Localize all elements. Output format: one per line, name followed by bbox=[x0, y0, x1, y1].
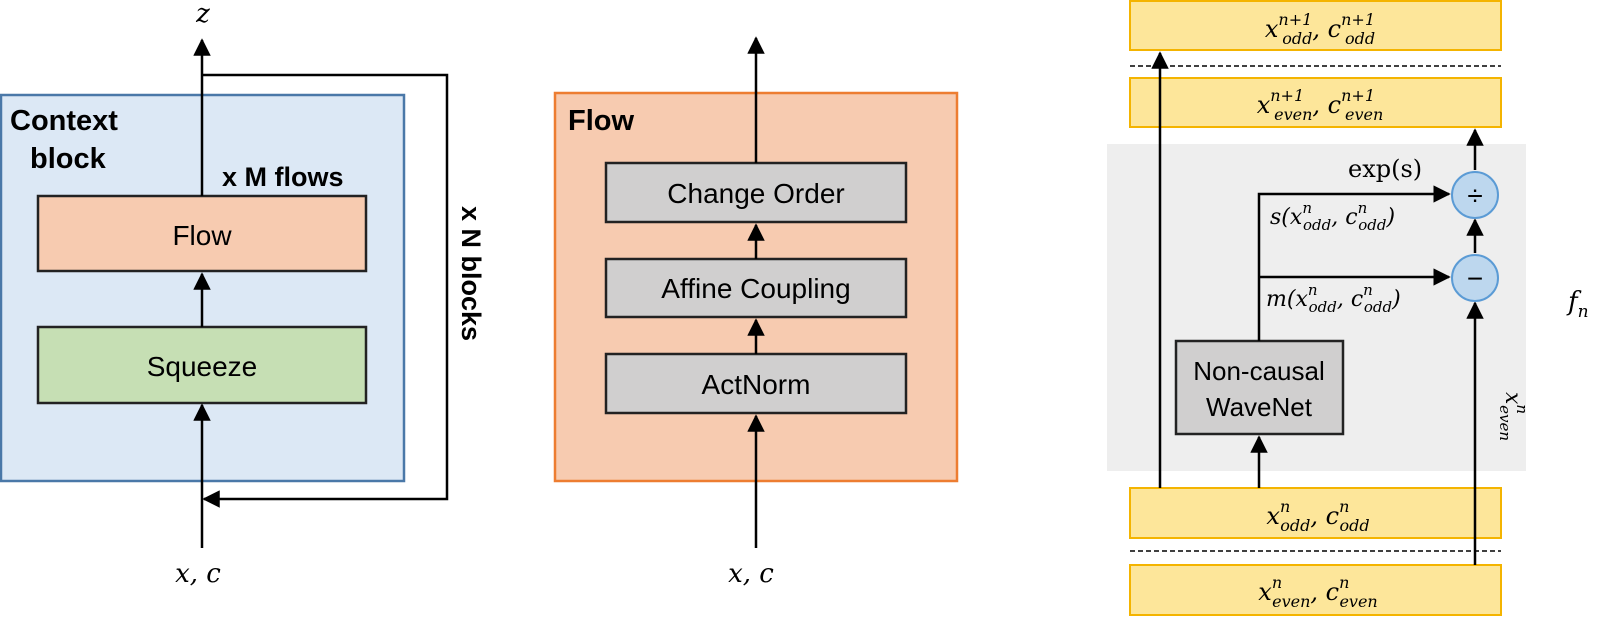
exp-s-label: exp(s) bbox=[1348, 155, 1422, 183]
fn-label: fn bbox=[1566, 287, 1589, 322]
context-block-title-line1: Context bbox=[10, 105, 118, 137]
flow-box bbox=[36, 194, 368, 273]
output-label-z: z bbox=[195, 0, 210, 29]
top-odd-bar bbox=[1129, 0, 1502, 51]
flow-panel-title: Flow bbox=[568, 105, 634, 137]
s-output-line bbox=[1257, 185, 1451, 341]
n-blocks-loop bbox=[202, 73, 449, 508]
change-order-box bbox=[604, 161, 908, 224]
top-even-bar bbox=[1129, 77, 1502, 128]
wavenet-label-line1: Non-causal bbox=[1193, 356, 1325, 386]
affine-coupling-label: Affine Coupling bbox=[661, 273, 850, 304]
middle-input-label-x-c: x, c bbox=[728, 559, 774, 589]
context-block-title-line2: block bbox=[30, 143, 107, 175]
divide-operator bbox=[1451, 171, 1499, 219]
actnorm-label: ActNorm bbox=[702, 369, 811, 400]
flow-box-label: Flow bbox=[172, 220, 232, 251]
n-blocks-label: x N blocks bbox=[456, 206, 486, 341]
divide-symbol: ÷ bbox=[1467, 180, 1482, 211]
bottom-even-bar bbox=[1129, 564, 1502, 616]
middle-panel: Flow Change Order Affine Coupling ActNor… bbox=[553, 36, 959, 589]
m-flows-label: x M flows bbox=[222, 162, 344, 192]
affine-coupling-box bbox=[604, 257, 908, 319]
input-label-x-c: x, c bbox=[175, 559, 221, 589]
left-panel: Context block x M flows Flow Squeeze x N… bbox=[0, 0, 486, 589]
bottom-odd-bar bbox=[1129, 487, 1502, 539]
even-side-label: xneven bbox=[1496, 392, 1531, 441]
actnorm-box bbox=[604, 352, 908, 415]
minus-operator bbox=[1451, 254, 1499, 302]
minus-symbol: − bbox=[1467, 263, 1483, 294]
change-order-label: Change Order bbox=[667, 178, 844, 209]
wavenet-label-line2: WaveNet bbox=[1206, 392, 1313, 422]
wavenet-box bbox=[1174, 339, 1345, 436]
squeeze-box-label: Squeeze bbox=[147, 351, 258, 382]
